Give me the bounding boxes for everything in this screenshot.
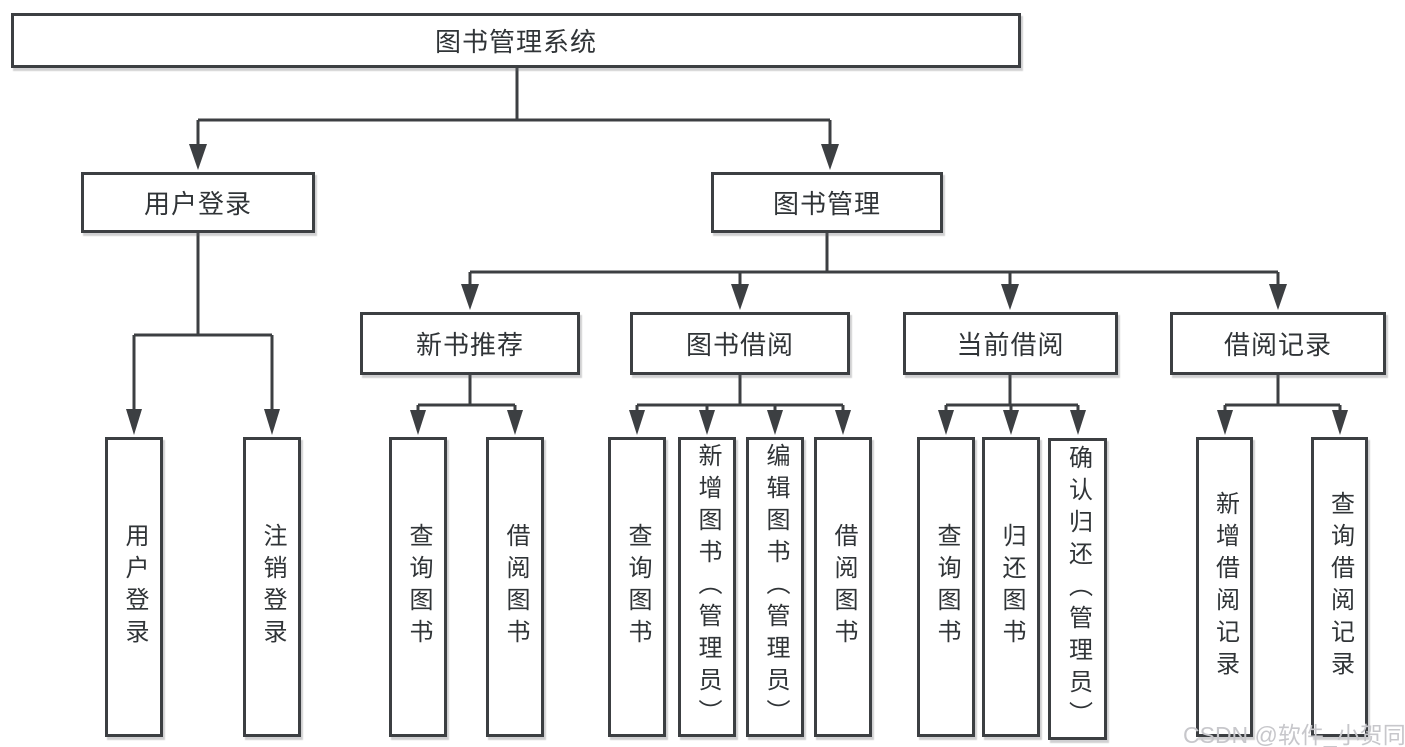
node-current-borrow: 当前借阅 [903,312,1118,375]
leaf-query-books-borrow-label: 查询图书 [624,523,651,651]
leaf-edit-books-admin-label: 编辑图书（管理员） [762,443,789,731]
connector-user-login-to-leaves [126,233,280,435]
node-new-book-recommend: 新书推荐 [360,312,580,375]
leaf-borrow-books-label: 借阅图书 [830,523,857,651]
leaf-borrow-books-recommend: 借阅图书 [486,437,544,737]
node-current-borrow-label: 当前借阅 [956,330,1065,360]
connector-book-management-to-level3 [461,233,1287,310]
connector-root-to-level2 [189,68,839,170]
connector-book-borrow-to-leaves [629,375,851,435]
leaf-query-books-recommend: 查询图书 [389,437,447,737]
node-book-borrow: 图书借阅 [630,312,850,375]
leaf-confirm-return-admin-label: 确认归还（管理员） [1064,445,1092,733]
leaf-query-books-borrow: 查询图书 [608,437,666,737]
leaf-add-books-admin-label: 新增图书（管理员） [694,443,721,731]
node-borrow-records: 借阅记录 [1170,312,1386,375]
node-user-login: 用户登录 [81,172,315,233]
connector-current-borrow-to-leaves [938,375,1086,435]
leaf-add-books-admin: 新增图书（管理员） [678,437,736,737]
leaf-add-borrow-record-label: 新增借阅记录 [1211,491,1239,683]
node-root-label: 图书管理系统 [434,27,597,57]
connector-new-book-recommend-to-leaves [410,375,523,435]
node-user-login-label: 用户登录 [143,189,252,219]
leaf-user-login-label: 用户登录 [121,523,148,651]
node-book-management: 图书管理 [711,172,943,233]
leaf-query-books-current: 查询图书 [917,437,975,737]
leaf-logout-label: 注销登录 [259,523,286,651]
leaf-query-books-recommend-label: 查询图书 [405,523,432,651]
leaf-edit-books-admin: 编辑图书（管理员） [746,437,804,737]
leaf-return-books-label: 归还图书 [998,523,1025,651]
leaf-logout: 注销登录 [243,437,301,737]
csdn-watermark: CSDN @软件_小贺同学 [1183,722,1405,747]
leaf-query-books-current-label: 查询图书 [933,523,960,651]
leaf-borrow-books-recommend-label: 借阅图书 [502,523,529,651]
leaf-confirm-return-admin: 确认归还（管理员） [1048,438,1107,740]
node-book-borrow-label: 图书借阅 [685,330,794,360]
connector-borrow-records-to-leaves [1217,375,1348,435]
node-borrow-records-label: 借阅记录 [1223,330,1332,360]
leaf-borrow-books: 借阅图书 [814,437,872,737]
leaf-query-borrow-record: 查询借阅记录 [1311,437,1368,737]
leaf-add-borrow-record: 新增借阅记录 [1196,437,1253,737]
leaf-return-books: 归还图书 [982,437,1040,737]
node-root-system: 图书管理系统 [11,13,1021,68]
leaf-user-login: 用户登录 [105,437,163,737]
node-book-management-label: 图书管理 [772,189,881,219]
leaf-query-borrow-record-label: 查询借阅记录 [1326,491,1354,683]
node-new-book-recommend-label: 新书推荐 [415,330,524,360]
